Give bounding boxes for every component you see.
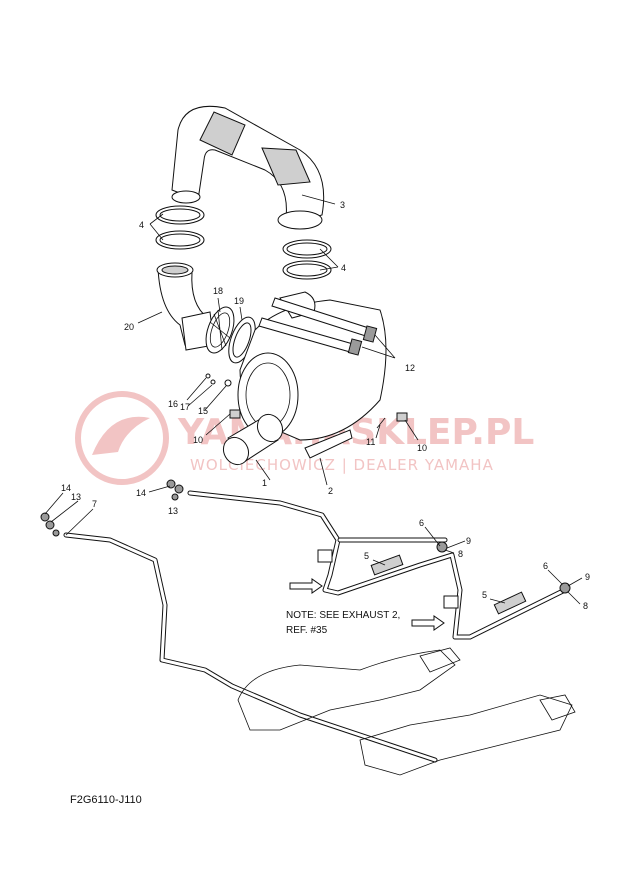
label-part-8-left: 8 <box>458 549 463 559</box>
part-3-hose <box>171 105 325 230</box>
label-part-13-right: 13 <box>168 506 178 516</box>
label-part-19: 19 <box>234 296 244 306</box>
watermark-subtitle: WOLCIECHOWICZ | DEALER YAMAHA <box>190 456 494 474</box>
part-labels: 1 2 3 4 4 5 5 6 6 7 8 8 9 9 10 10 11 12 … <box>61 200 590 611</box>
label-part-13-left: 13 <box>71 492 81 502</box>
diagram-code: F2G6110-J110 <box>70 794 142 806</box>
leader-lines <box>44 194 583 605</box>
part-4-clamps-left <box>155 205 205 250</box>
label-part-18: 18 <box>213 286 223 296</box>
label-part-6-left: 6 <box>419 518 424 528</box>
label-part-20: 20 <box>124 322 134 332</box>
label-part-14-left: 14 <box>61 483 71 493</box>
label-part-4-left: 4 <box>139 220 144 230</box>
label-part-7: 7 <box>92 499 97 509</box>
part-20-elbow <box>156 262 215 351</box>
part-5-hoses <box>370 554 527 615</box>
cooling-tubes <box>63 490 568 763</box>
label-part-9-left: 9 <box>466 536 471 546</box>
label-part-14-right: 14 <box>136 488 146 498</box>
label-part-16: 16 <box>168 399 178 409</box>
label-part-17: 17 <box>180 402 190 412</box>
note-line-1: NOTE: SEE EXHAUST 2, <box>286 610 400 621</box>
small-fasteners <box>205 373 408 429</box>
part-4-clamps-right <box>282 239 332 280</box>
label-part-5-left: 5 <box>364 551 369 561</box>
label-part-8-right: 8 <box>583 601 588 611</box>
label-part-10-right: 10 <box>417 443 427 453</box>
label-part-11: 11 <box>366 437 375 447</box>
label-part-12: 12 <box>405 363 415 373</box>
label-part-1: 1 <box>262 478 267 488</box>
label-part-5-right: 5 <box>482 590 487 600</box>
watermark-logo-icon <box>75 391 169 485</box>
part-12-straps <box>258 297 378 356</box>
part-1-muffler <box>222 291 387 466</box>
part-6-8-9-fittings <box>317 541 571 609</box>
part-18-screen-disc <box>205 306 235 354</box>
label-part-9-right: 9 <box>585 572 590 582</box>
label-part-15: 15 <box>198 406 208 416</box>
part-2-bracket <box>304 429 353 459</box>
note-line-2: REF. #35 <box>286 625 328 636</box>
watermark-logo-mark <box>92 416 150 455</box>
note-arrows <box>289 578 445 631</box>
exhaust-manifold-outline <box>237 647 576 776</box>
label-part-3: 3 <box>340 200 345 210</box>
label-part-4-right: 4 <box>341 263 346 273</box>
label-part-10-left: 10 <box>193 435 203 445</box>
label-part-2: 2 <box>328 486 333 496</box>
label-part-6-right: 6 <box>543 561 548 571</box>
